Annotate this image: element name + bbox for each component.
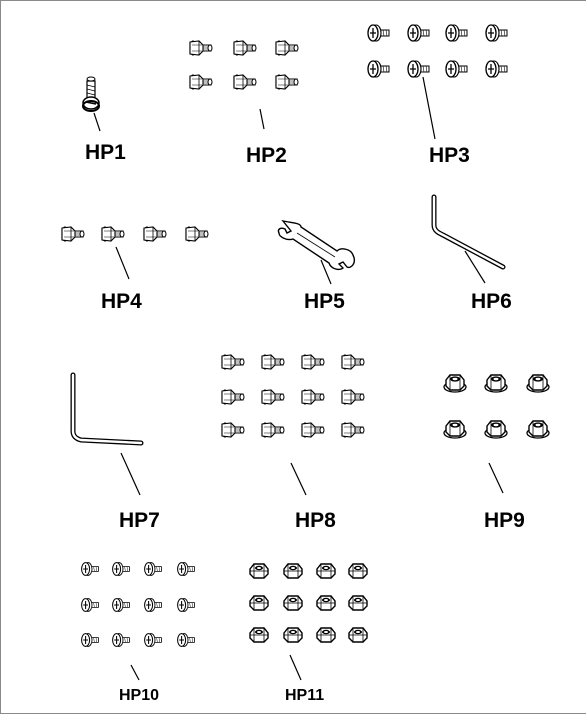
- hp3-leader-line: [422, 76, 436, 140]
- hp5-label: HP5: [304, 290, 345, 313]
- hp8-bolt-group-icon: [221, 354, 365, 438]
- hp4-label: HP4: [101, 290, 142, 313]
- hp1-screw-icon: [82, 76, 100, 112]
- hp11-lock-nut-group-icon: [249, 563, 368, 643]
- hp8-leader-line: [290, 462, 307, 496]
- hp10-screw-group-icon: [81, 562, 195, 647]
- hp9-label: HP9: [484, 509, 525, 532]
- hp5-wrench-icon: [277, 219, 356, 271]
- hp11-leader-line: [289, 654, 302, 681]
- hp2-leader-line: [259, 108, 265, 130]
- hp1-label: HP1: [85, 141, 126, 164]
- hp3-label: HP3: [429, 144, 470, 167]
- hp4-bolt-group-icon: [61, 226, 209, 242]
- hp7-allen-key-icon: [70, 372, 144, 446]
- hp10-leader-line: [130, 664, 140, 681]
- hp7-leader-line: [120, 452, 141, 496]
- hp1-leader-line: [93, 112, 101, 132]
- hp9-flange-nut-group-icon: [443, 374, 550, 439]
- hp2-label: HP2: [246, 144, 287, 167]
- hp9-leader-line: [488, 462, 504, 494]
- hp2-bolt-group-icon: [189, 40, 299, 90]
- hp6-leader-line: [464, 250, 486, 284]
- hp5-leader-line: [320, 259, 332, 285]
- hp4-leader-line: [115, 246, 130, 280]
- hp7-label: HP7: [119, 509, 160, 532]
- hp6-label: HP6: [471, 290, 512, 313]
- hp6-allen-key-icon: [431, 194, 506, 270]
- hp11-label: HP11: [285, 687, 325, 704]
- hp10-label: HP10: [119, 687, 160, 704]
- hp3-screw-group-icon: [367, 24, 508, 78]
- hp8-label: HP8: [295, 509, 336, 532]
